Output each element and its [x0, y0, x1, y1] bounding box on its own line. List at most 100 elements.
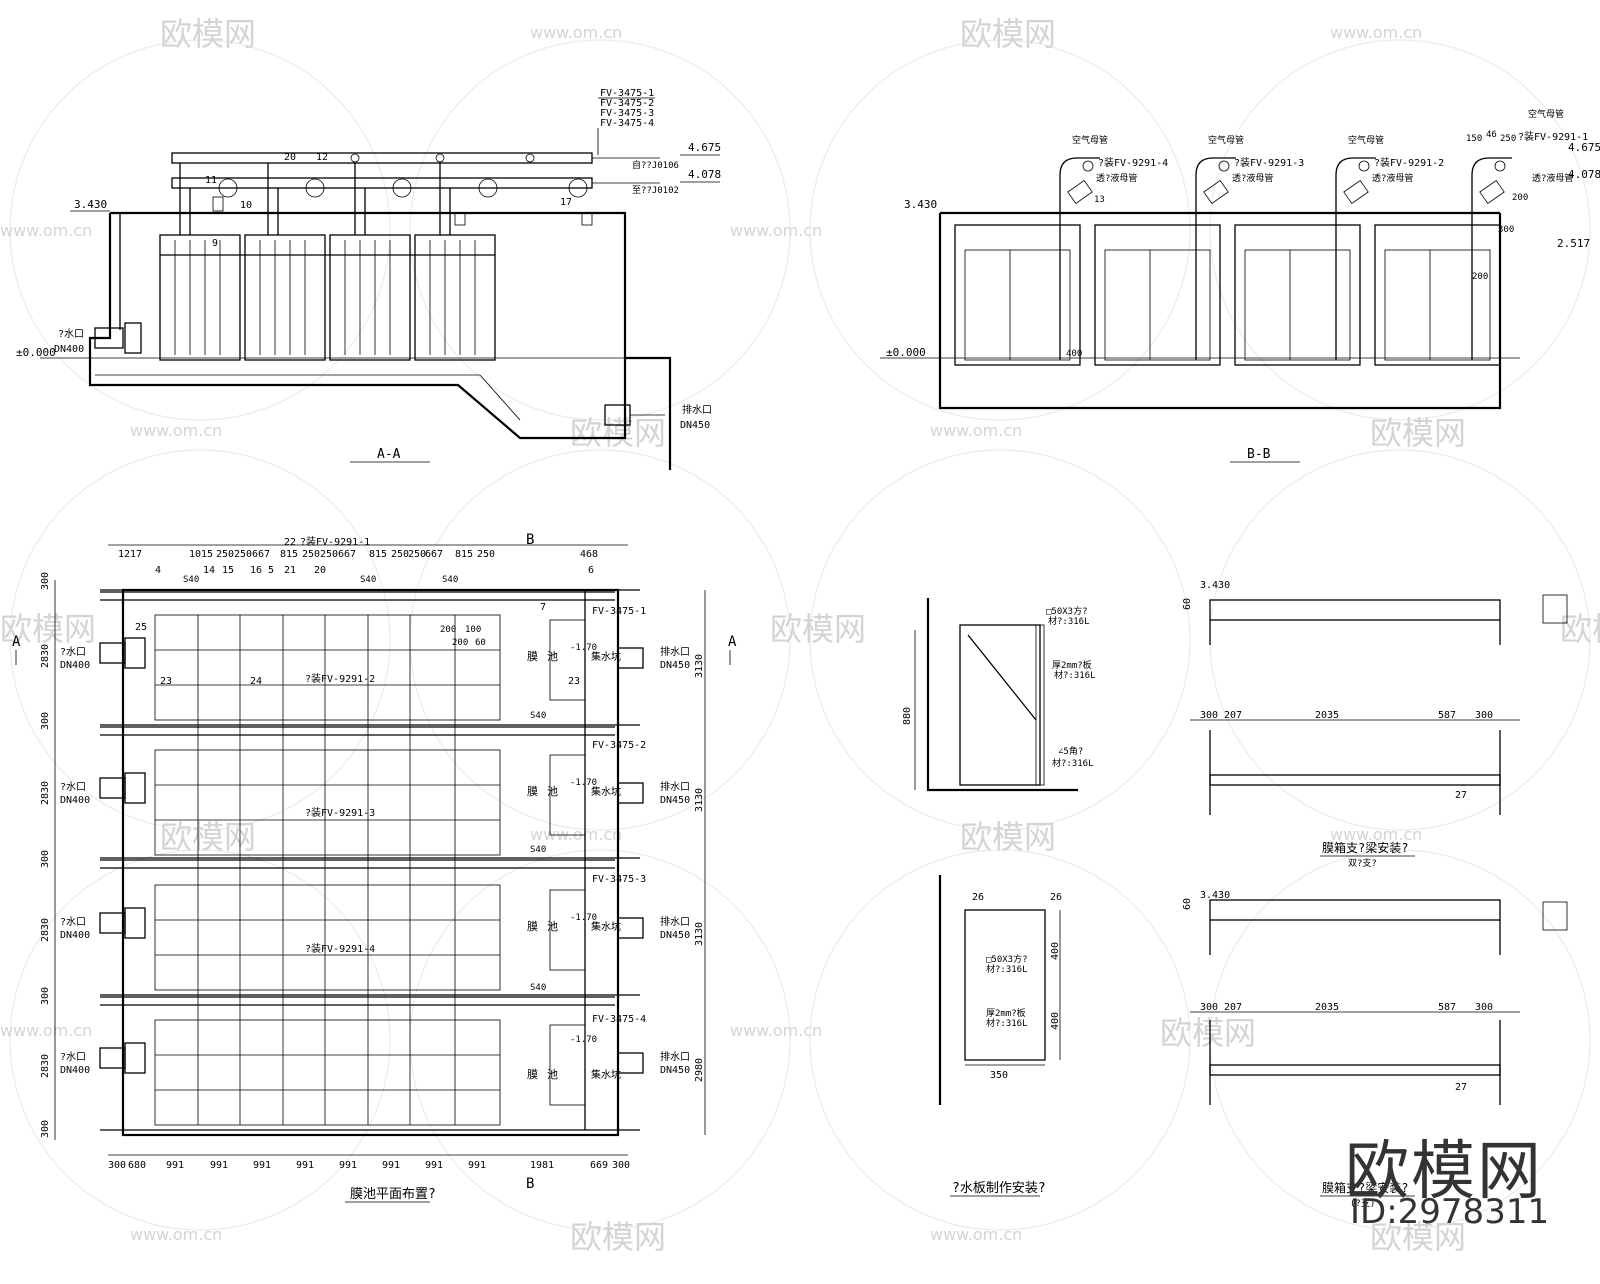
sub-pipe-label: 透?液母管 [1096, 172, 1137, 184]
air-pipe-label: 空气母管 [1208, 134, 1244, 146]
plan-left-dim: 300 [40, 987, 51, 1005]
pool-label: 池 [547, 785, 558, 798]
baffle-dim: 26 [972, 892, 984, 903]
sump-label: 集水坑 [591, 785, 621, 798]
watermark-site: www.om.cn [730, 221, 822, 240]
plan-top-dim: 250 [302, 549, 320, 560]
pool-label: 池 [547, 920, 558, 933]
watermark-site: www.om.cn [930, 1225, 1022, 1244]
plan-outlet-dn: DN450 [660, 660, 690, 671]
plan-callout: 4 [155, 565, 161, 576]
plan-left-dim: 2830 [40, 781, 51, 805]
plan-callout: 6 [588, 565, 594, 576]
section-mark: A [728, 634, 737, 650]
plan-left-dim: 300 [40, 572, 51, 590]
baffle-dim: 26 [1050, 892, 1062, 903]
pipe-size: S40 [530, 983, 546, 993]
plan-top-dim: 667 [252, 549, 270, 560]
pipe-size: S40 [530, 845, 546, 855]
plan-outlet: 排水口 [660, 780, 690, 793]
watermark-logo: 欧模网 [1370, 1218, 1466, 1256]
baffle-note: 材?:316L [1048, 615, 1090, 627]
baffle-dim: 400 [1050, 1012, 1061, 1030]
plan-callout: 23 [160, 676, 172, 687]
watermark-logo: 欧模网 [160, 818, 256, 856]
bracket-h: 60 [1182, 598, 1193, 610]
plan-callout: 20 [314, 565, 326, 576]
bracket-dim: 2035 [1315, 1002, 1339, 1013]
plan-bottom-dim: 991 [382, 1160, 400, 1171]
bracket-callout: 27 [1455, 790, 1467, 801]
dim-label: 400 [1066, 349, 1082, 359]
plan-inlet-dn: DN400 [60, 1065, 90, 1076]
plan-top-dim: 815 [455, 549, 473, 560]
plan-top-dim: 667 [338, 549, 356, 560]
watermark-logo: 欧模网 [1370, 414, 1466, 452]
plan-outlet-dn: DN450 [660, 930, 690, 941]
plan-top-dim: 250 [320, 549, 338, 560]
plan-callout: 23 [568, 676, 580, 687]
baffle-dim: 400 [1050, 942, 1061, 960]
elevation-label: 4.078 [1568, 168, 1600, 181]
watermark-site: www.om.cn [1330, 23, 1422, 42]
baffle-dim: 350 [990, 1070, 1008, 1081]
plan-callout: 22 [284, 537, 296, 548]
sub-pipe-label: 透?液母管 [1532, 172, 1573, 184]
plan-callout: 60 [475, 638, 486, 648]
plan-outlet: 排水口 [660, 915, 690, 928]
plan-inlet: ?水口 [60, 1051, 86, 1063]
bracket-title: 膜箱支?梁安装? [1322, 840, 1408, 855]
watermark-site: www.om.cn [0, 221, 92, 240]
watermark-logo: 欧模网 [1160, 1014, 1256, 1052]
baffle-note: 厚2mm?板 [1052, 659, 1092, 671]
plan-callout: 100 [465, 625, 481, 635]
valve-tag: ?装FV-9291-3 [1234, 156, 1304, 169]
baffle-note: ∠5角? [1058, 745, 1083, 757]
plan-inlet: ?水口 [60, 781, 86, 793]
baffle-note: □50X3方? [1046, 605, 1088, 617]
pipe-size: S40 [360, 575, 376, 585]
elevation-label: 2.517 [1557, 237, 1590, 250]
baffle-note: 材?:316L [1054, 669, 1096, 681]
valve-tag: FV-3475-4 [600, 118, 654, 129]
plan-left-dim: 300 [40, 1120, 51, 1138]
watermark-site: www.om.cn [0, 1021, 92, 1040]
dim-label: 13 [1094, 195, 1105, 205]
pool-label: 池 [547, 1068, 558, 1081]
plan-callout: 16 [250, 565, 262, 576]
bracket-subtitle: 双?支? [1348, 857, 1377, 869]
inlet-dn: DN400 [54, 344, 84, 355]
watermark-logo: 欧模网 [1560, 610, 1600, 648]
bracket-dim: 587 [1438, 710, 1456, 721]
plan-left-dim: 300 [40, 850, 51, 868]
pipe-size: S40 [530, 711, 546, 721]
valve-tag: FV-3475-3 [600, 108, 654, 119]
dim-label: 200 [1472, 272, 1488, 282]
dim-label: 300 [1498, 225, 1514, 235]
baffle-note: 材?:316L [986, 1017, 1028, 1029]
sub-pipe-label: 透?液母管 [1232, 172, 1273, 184]
plan-bottom-dim: 991 [339, 1160, 357, 1171]
plan-inlet-dn: DN400 [60, 660, 90, 671]
ground-elevation: ±0.000 [16, 346, 56, 359]
bracket-h: 60 [1182, 898, 1193, 910]
plan-left-dim: 2830 [40, 918, 51, 942]
bracket-subtitle: (?支) [1350, 1197, 1375, 1209]
watermark-logo: 欧模网 [0, 610, 96, 648]
ground-elevation: ±0.000 [886, 346, 926, 359]
water-level: -1.70 [570, 913, 597, 923]
watermark-layer: 欧模网 www.om.cn 欧模网 www.om.cn www.om.cn ww… [0, 15, 1600, 1256]
plan-inlet: ?水口 [60, 916, 86, 928]
plan-top-dim: 667 [425, 549, 443, 560]
outlet-dn: DN450 [680, 420, 710, 431]
plan-inlet: ?水口 [60, 646, 86, 658]
section-aa: A-A FV-3475-1 FV-3475-2 FV-3475-3 FV-347… [16, 88, 721, 470]
watermark-logo: 欧模网 [960, 15, 1056, 53]
plan-top-dim: 1015 [189, 549, 213, 560]
plan-callout: 200 [452, 638, 468, 648]
inlet-label: ?水口 [58, 328, 84, 340]
plan-top-dim: 815 [280, 549, 298, 560]
section-bb: B-B 空气母管 空气母管 空气母管 空气母管 ?装FV-9291-4 ?装FV… [880, 108, 1600, 463]
